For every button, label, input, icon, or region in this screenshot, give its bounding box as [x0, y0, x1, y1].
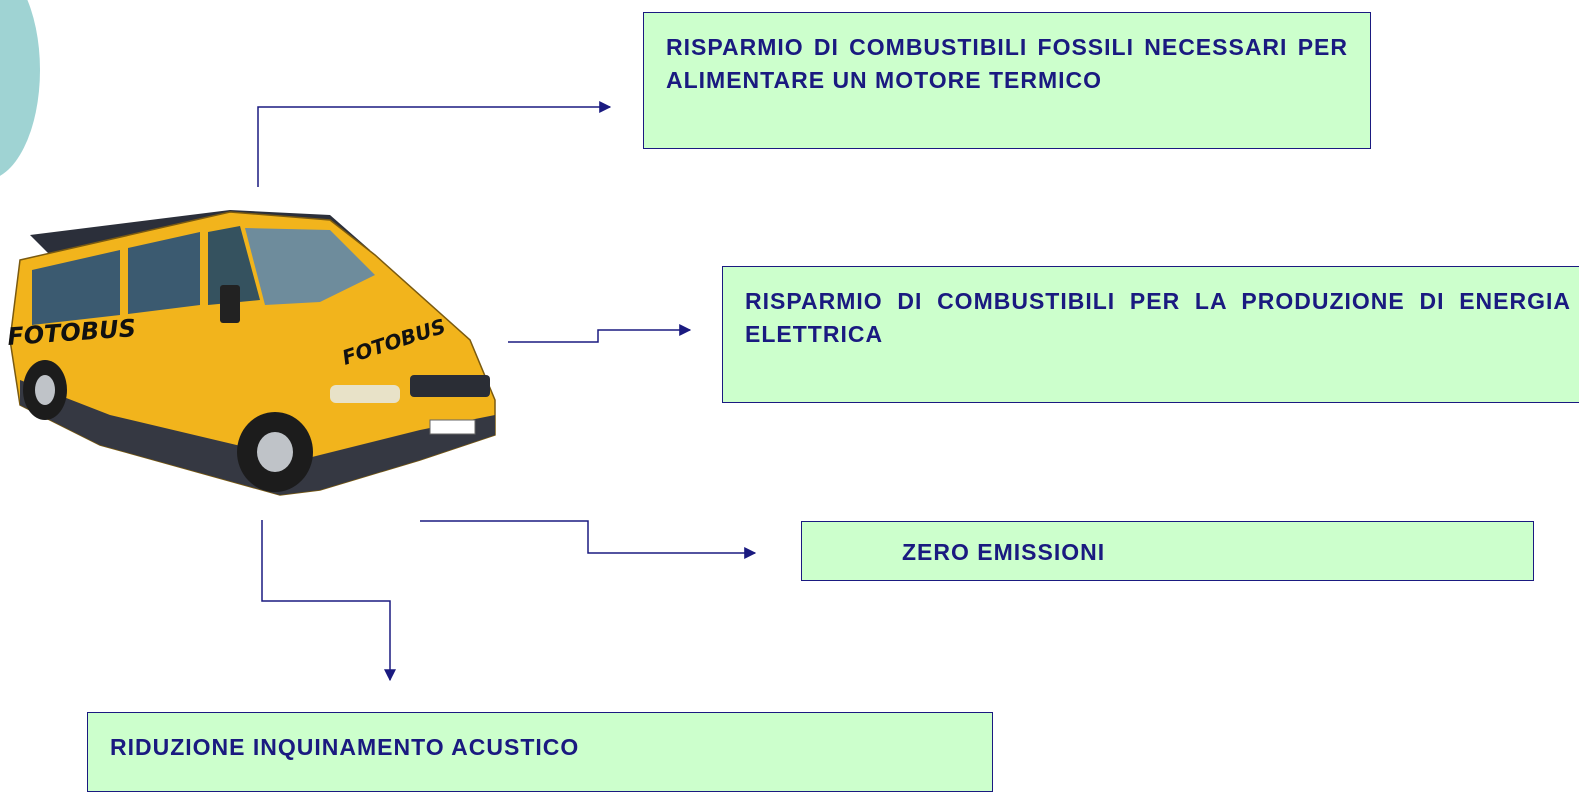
benefit-box-fossil-fuel: RISPARMIO DI COMBUSTIBILI FOSSILI NECESS… — [643, 12, 1371, 149]
benefit-box-noise-reduction: RIDUZIONE INQUINAMENTO ACUSTICO — [87, 712, 993, 792]
fotobus-van-image: FOTOBUS FOTOBUS — [6, 210, 496, 496]
connector-arrow-electric — [508, 324, 692, 343]
connector-arrow-emissions — [420, 520, 757, 559]
connector-arrow-noise — [261, 520, 396, 682]
benefit-box-electric-energy: RISPARMIO DI COMBUSTIBILI PER LA PRODUZI… — [722, 266, 1579, 403]
connector-lines — [257, 101, 757, 682]
benefit-box-zero-emissions: ZERO EMISSIONI — [801, 521, 1534, 581]
connector-arrow-fossil — [257, 101, 612, 187]
